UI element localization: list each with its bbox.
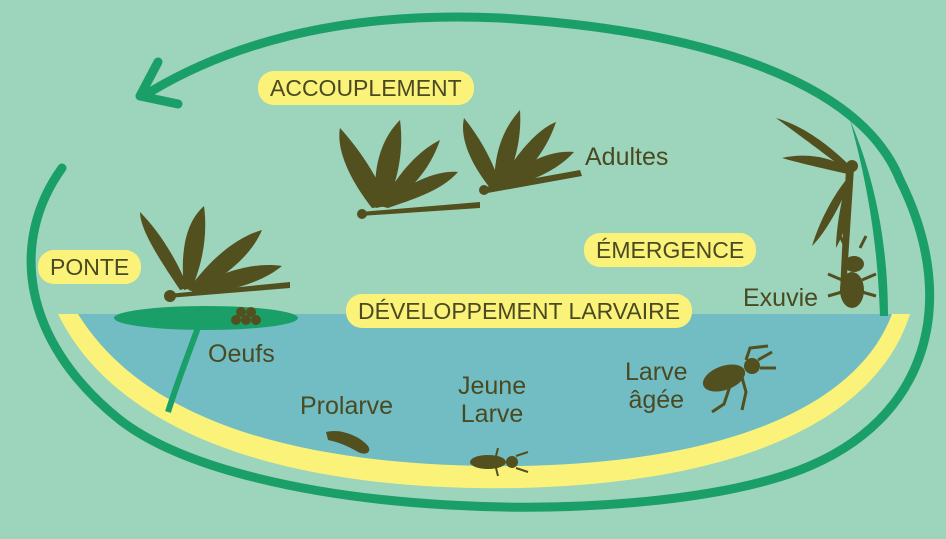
old-larva-icon bbox=[702, 344, 776, 414]
label-jeune-larve: Jeune Larve bbox=[458, 372, 526, 428]
label-oeufs: Oeufs bbox=[208, 340, 275, 368]
stage-emergence: ÉMERGENCE bbox=[584, 233, 757, 267]
eggs-icon bbox=[231, 307, 261, 325]
lily-stem bbox=[165, 320, 203, 413]
stage-accouplement: ACCOUPLEMENT bbox=[258, 71, 474, 105]
stage-developpement-larvaire: DÉVELOPPEMENT LARVAIRE bbox=[346, 294, 693, 328]
emerging-damselfly-icon bbox=[776, 118, 858, 292]
water-basin bbox=[58, 314, 910, 479]
cycle-arrow-top bbox=[145, 12, 905, 185]
prolarve-icon bbox=[326, 430, 370, 454]
adult-damselfly-1-icon bbox=[339, 120, 480, 219]
stage-ponte: PONTE bbox=[38, 250, 142, 284]
shore-band bbox=[58, 314, 910, 489]
label-adultes: Adultes bbox=[585, 143, 669, 171]
label-prolarve: Prolarve bbox=[300, 392, 394, 420]
label-jeune-larve-line1: Jeune bbox=[458, 372, 527, 400]
exuvie-icon bbox=[827, 235, 877, 308]
adult-damselfly-2-icon bbox=[463, 110, 582, 195]
lily-pad bbox=[114, 306, 298, 330]
ovipositing-damselfly-icon bbox=[140, 206, 290, 302]
cycle-arrowhead-icon bbox=[135, 57, 183, 109]
label-jeune-larve-line2: Larve bbox=[460, 400, 524, 428]
label-larve-agee: Larve âgée bbox=[625, 358, 688, 414]
label-larve-agee-line2: âgée bbox=[628, 386, 685, 414]
reed bbox=[850, 120, 888, 316]
label-larve-agee-line1: Larve bbox=[625, 358, 688, 386]
label-exuvie: Exuvie bbox=[743, 284, 819, 312]
young-larva-icon bbox=[470, 447, 529, 477]
cycle-arrow-bottom bbox=[26, 163, 934, 512]
